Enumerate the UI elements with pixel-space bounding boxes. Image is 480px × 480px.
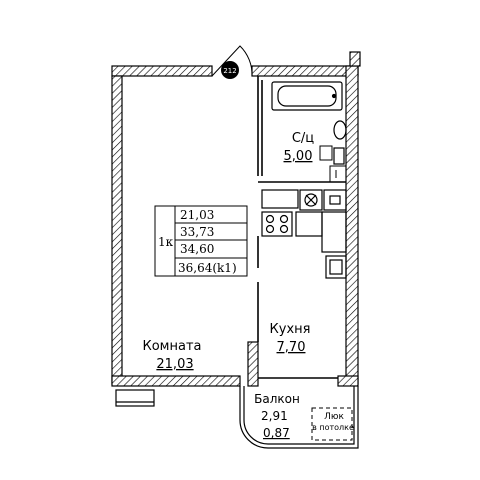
wall-right-stub-top bbox=[349, 51, 361, 67]
wall-shelf bbox=[329, 165, 347, 183]
apartment-marker: 212 bbox=[221, 61, 239, 79]
balcony bbox=[239, 386, 359, 449]
living-room-area: 21,03 bbox=[156, 357, 193, 372]
marker-number: 212 bbox=[223, 67, 236, 75]
toilet bbox=[333, 120, 347, 165]
balcony-area-2: 0,87 bbox=[263, 426, 290, 440]
entrance-door bbox=[211, 45, 253, 77]
kitchen-counter bbox=[261, 189, 347, 279]
area-table bbox=[154, 205, 248, 277]
area-table-room-count: 1к bbox=[158, 235, 174, 249]
area-table-living: 21,03 bbox=[180, 208, 214, 222]
area-table-total: 33,73 bbox=[180, 225, 214, 239]
balcony-inner-outline bbox=[243, 386, 355, 445]
bathroom-name: С/ц bbox=[292, 131, 314, 146]
wall-bottom-right bbox=[337, 375, 359, 387]
kitchen-stove bbox=[261, 211, 293, 237]
bathroom-area: 5,00 bbox=[284, 149, 313, 164]
area-table-total-balcony: 34,60 bbox=[180, 242, 214, 256]
lower-left-balcony bbox=[115, 389, 155, 407]
kitchen-area: 7,70 bbox=[277, 340, 306, 355]
washbasin bbox=[319, 145, 333, 161]
area-table-total-coef: 36,64(k1) bbox=[178, 261, 237, 275]
wall-bottom-left bbox=[111, 375, 241, 387]
kitchen-name: Кухня bbox=[270, 322, 311, 337]
wall-top-right bbox=[251, 65, 359, 77]
outer-walls bbox=[111, 51, 361, 387]
balcony-area-1: 2,91 bbox=[261, 409, 288, 423]
wall-right bbox=[345, 65, 359, 385]
ceiling-hatch-box bbox=[311, 407, 353, 441]
balcony-outline bbox=[239, 386, 359, 449]
balcony-name: Балкон bbox=[254, 392, 300, 406]
bathtub bbox=[271, 81, 343, 111]
kitchen-sink bbox=[299, 189, 323, 211]
ceiling-hatch-line2: в потолке bbox=[312, 423, 354, 432]
living-room-name: Комната bbox=[143, 339, 202, 354]
ceiling-hatch-line1: Люк bbox=[324, 412, 344, 422]
wall-small-column bbox=[247, 341, 259, 387]
wall-left bbox=[111, 75, 123, 385]
wall-top-left bbox=[111, 65, 213, 77]
